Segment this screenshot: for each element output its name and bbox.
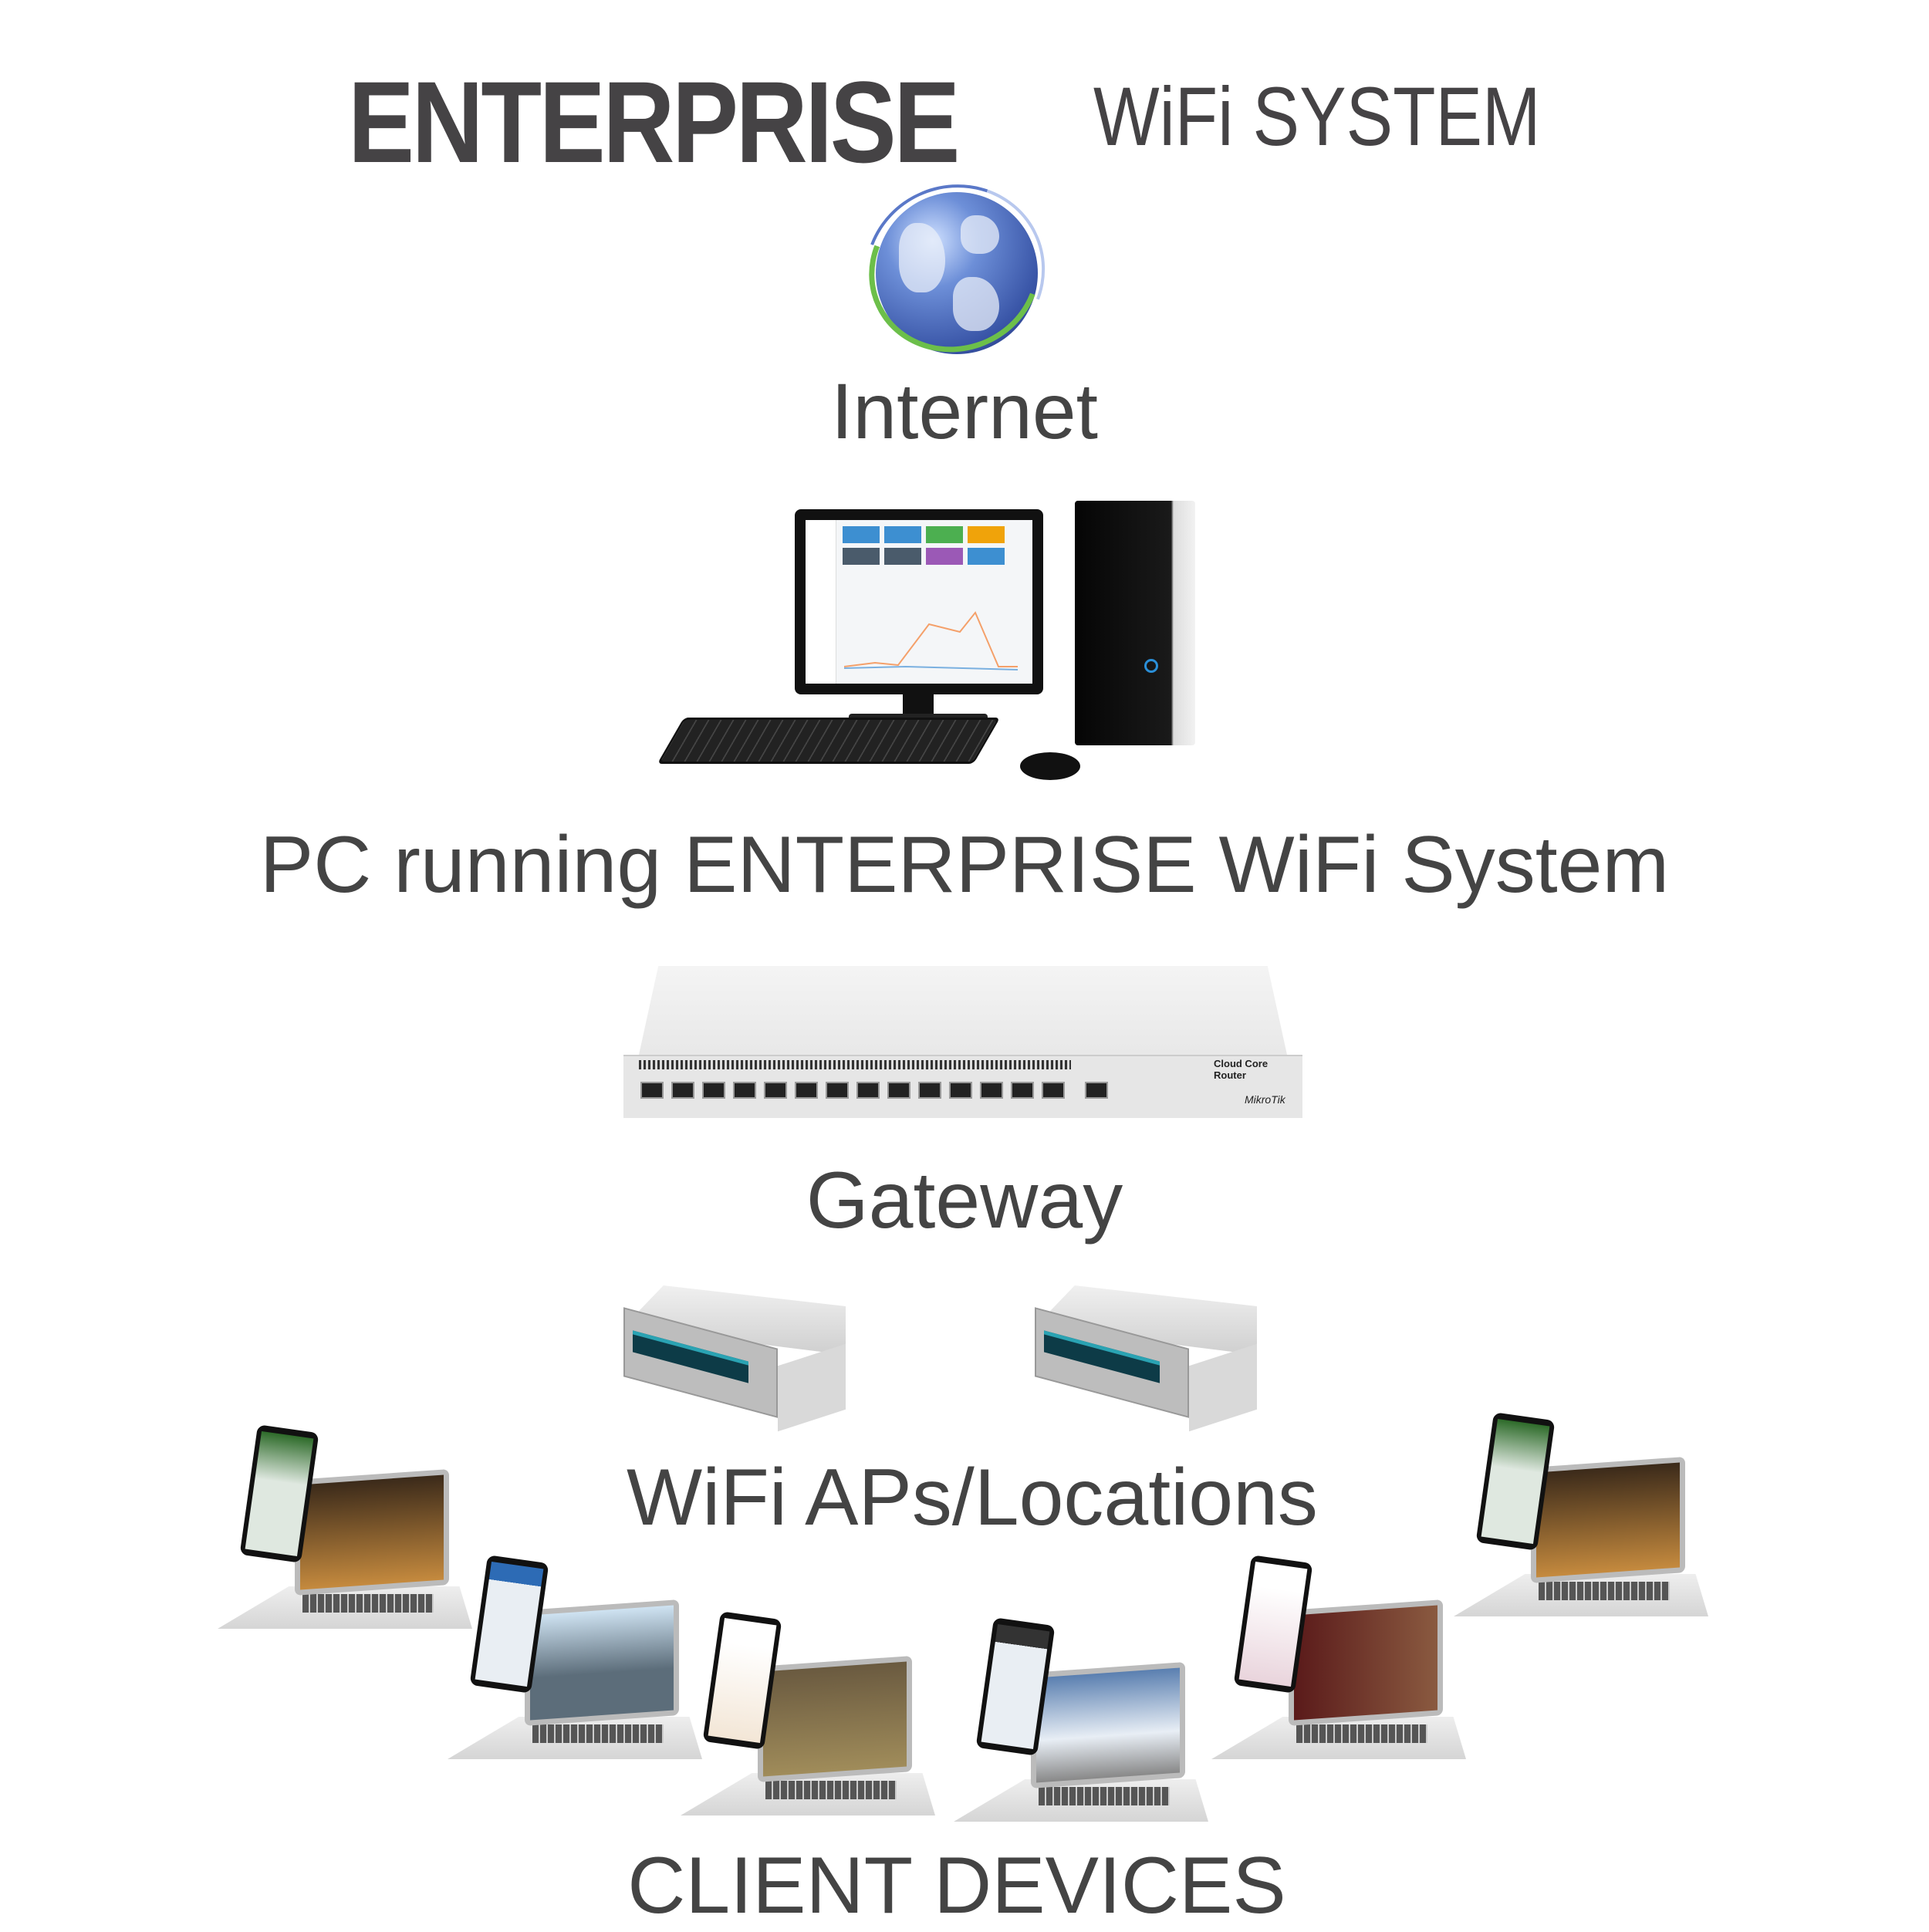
client-device-group xyxy=(218,1424,472,1633)
client-device-group xyxy=(681,1611,935,1819)
pc-label: PC running ENTERPRISE WiFi System xyxy=(259,820,1670,910)
pc-tower xyxy=(1075,501,1195,745)
router-brand: MikroTik xyxy=(1245,1093,1285,1106)
gateway-router: Cloud Core Router MikroTik xyxy=(623,966,1302,1118)
title-wifi-system: WiFi SYSTEM xyxy=(1093,69,1541,163)
router-model: Cloud Core Router xyxy=(1214,1058,1269,1081)
line-chart-thumbnail xyxy=(844,611,1019,670)
keyboard xyxy=(657,718,1001,764)
orbit-ring xyxy=(836,154,1074,390)
client-device-group xyxy=(954,1617,1208,1826)
gateway-label: Gateway xyxy=(806,1156,1123,1245)
clients-label: CLIENT DEVICES xyxy=(627,1841,1286,1930)
title-enterprise: ENTERPRISE xyxy=(348,57,960,187)
client-device-group xyxy=(1211,1555,1466,1763)
access-point xyxy=(1035,1285,1257,1432)
access-point xyxy=(623,1285,846,1432)
client-device-group xyxy=(448,1555,702,1763)
client-device-group xyxy=(1454,1412,1708,1620)
globe-icon xyxy=(876,192,1038,354)
aps-label: WiFi APs/Locations xyxy=(627,1453,1318,1542)
dashboard-screen xyxy=(806,520,1032,684)
internet-label: Internet xyxy=(831,367,1098,455)
mouse xyxy=(1020,752,1080,780)
monitor xyxy=(795,509,1043,694)
power-button-icon xyxy=(1144,659,1158,673)
